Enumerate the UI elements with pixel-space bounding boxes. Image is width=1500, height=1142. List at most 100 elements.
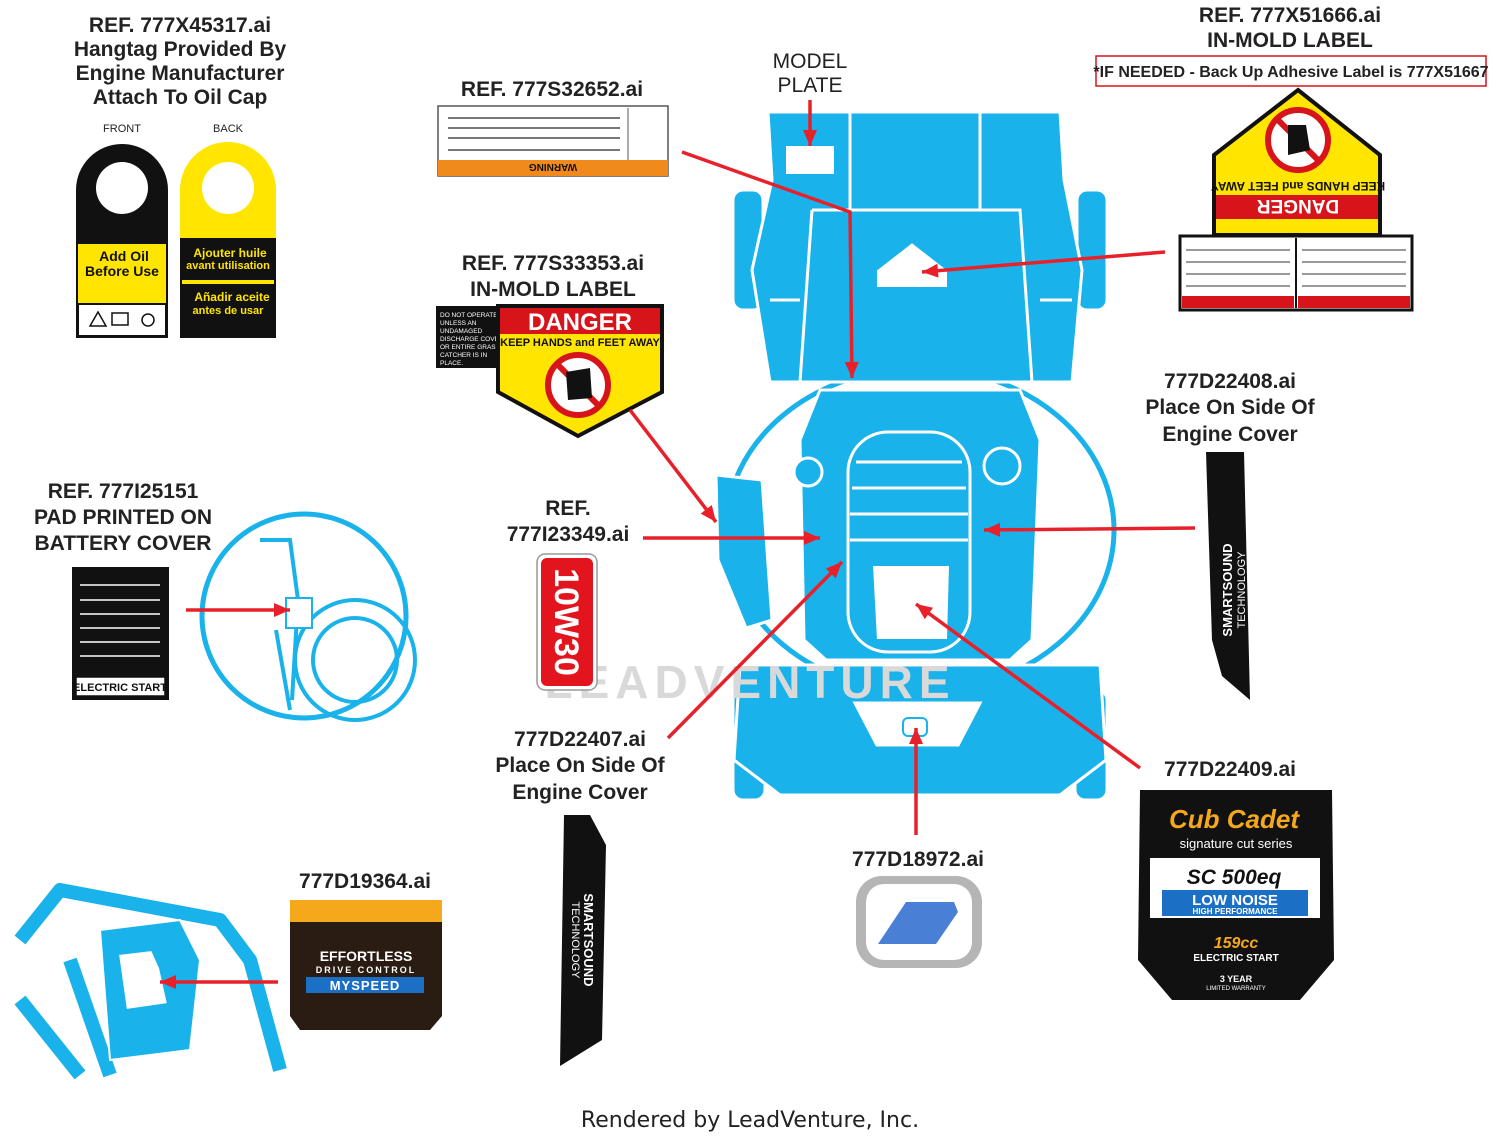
- ref-777i23349-sub: 777I23349.ai: [507, 523, 630, 546]
- arrow-777s32652: [681, 150, 854, 379]
- hangtag-front-line2: Before Use: [85, 263, 159, 279]
- cubcadet-series-text: signature cut series: [1180, 836, 1293, 851]
- hangtag-back-es-2: antes de usar: [193, 305, 265, 317]
- svg-text:UNDAMAGED: UNDAMAGED: [440, 328, 483, 335]
- model-plate-area: [784, 144, 836, 176]
- arrow-777d22409-head: [916, 604, 934, 620]
- oil-can-icon: [141, 313, 155, 327]
- svg-text:DISCHARGE COVER: DISCHARGE COVER: [440, 336, 504, 343]
- arrow-777d22408: [983, 526, 1196, 532]
- logo-recess: [870, 564, 952, 641]
- smartsound-decal-left: [560, 815, 606, 1066]
- hangtag-back-hole: [202, 162, 254, 214]
- hangtag-back-caption: BACK: [213, 123, 244, 135]
- ref-777d19364-text: 777D19364.ai: [299, 870, 431, 893]
- label-777x51666-group: REF. 777X51666.ai IN-MOLD LABEL *IF NEED…: [1093, 4, 1489, 312]
- logo-mark-icon: [878, 902, 958, 944]
- smartsound-right-line2: TECHNOLOGY: [1236, 551, 1248, 629]
- ref-777d22407-sub1: Place On Side Of: [495, 754, 665, 777]
- decal2-keep-hands-text: KEEP HANDS and FEET AWAY: [500, 337, 660, 349]
- ref-777d22408-sub2: Engine Cover: [1162, 423, 1297, 446]
- hangtag-back-fr-1: Ajouter huile: [193, 246, 267, 260]
- arrow-777d18972-head: [909, 728, 923, 744]
- svg-text:OR ENTIRE GRASS: OR ENTIRE GRASS: [440, 344, 501, 351]
- model-plate-caption-2: PLATE: [778, 74, 843, 97]
- hangtag-ref-text: REF. 777X45317.ai: [89, 14, 271, 37]
- hand-icon: [1288, 125, 1310, 155]
- cubcadet-brand-text: Cub Cadet: [1169, 804, 1300, 834]
- ref-777d22409-text: 777D22409.ai: [1164, 758, 1296, 781]
- label-777d22408-group: 777D22408.ai Place On Side Of Engine Cov…: [1145, 370, 1316, 700]
- cubcadet-model-text: SC 500eq: [1187, 866, 1282, 889]
- arrow-777d22409: [914, 602, 1142, 770]
- hangtag-back-es-1: Añadir aceite: [194, 290, 270, 304]
- svg-text:DO NOT OPERATE: DO NOT OPERATE: [440, 312, 498, 319]
- decal-danger-text: DANGER: [1257, 195, 1340, 216]
- hangtag-front-caption: FRONT: [103, 123, 141, 135]
- do-not-operate-lines: DO NOT OPERATE UNLESS AN UNDAMAGED DISCH…: [440, 312, 504, 367]
- ref-777i23349-text: REF.: [545, 497, 591, 520]
- oil-cap: [792, 456, 824, 488]
- backup-note-box: [1095, 55, 1487, 87]
- hangtag-front-line1: Add Oil: [99, 248, 149, 264]
- drive-control-text: DRIVE CONTROL: [316, 965, 417, 975]
- ref-777s32652-text: REF. 777S32652.ai: [461, 78, 643, 101]
- decal-keep-hands-text: KEEP HANDS and FEET AWAY: [1211, 179, 1385, 193]
- ref-777i25151-sub1: PAD PRINTED ON: [34, 506, 212, 529]
- warning-decal-word: WARNING: [529, 161, 578, 172]
- ref-777x51666-text: REF. 777X51666.ai: [1199, 4, 1381, 27]
- cubcadet-warranty-text: 3 YEAR: [1220, 974, 1253, 984]
- inmold-label-area: [875, 240, 949, 289]
- ref-777d22408-sub1: Place On Side Of: [1145, 396, 1315, 419]
- arrow-777d22408-head: [984, 522, 1001, 537]
- oil-grade-text: 10W30: [547, 568, 585, 676]
- mower-illustration: LEADVENTURE: [544, 110, 1117, 802]
- arrow-777x51666-head: [922, 263, 939, 278]
- cubcadet-cc-text: 159cc: [1214, 935, 1259, 952]
- hangtag-desc-1: Hangtag Provided By: [74, 38, 287, 61]
- smartsound-left-line1: SMARTSOUND: [581, 893, 596, 986]
- pointer-arrows: [160, 100, 1196, 989]
- arrow-777i25151-head: [274, 603, 290, 617]
- smartsound-right-line1: SMARTSOUND: [1220, 543, 1235, 636]
- cubcadet-perf-text: HIGH PERFORMANCE: [1193, 907, 1279, 916]
- arrow-777d22407: [666, 560, 844, 740]
- side-guard: [714, 473, 774, 630]
- label-777s33353-group: REF. 777S33353.ai IN-MOLD LABEL DO NOT O…: [436, 252, 664, 439]
- hangtag-desc-3: Attach To Oil Cap: [93, 86, 268, 109]
- svg-text:CATCHER IS IN: CATCHER IS IN: [440, 352, 487, 359]
- label-777d22409-group: 777D22409.ai Cub Cadet signature cut ser…: [1138, 758, 1334, 1000]
- smartsound-decal-right: [1206, 452, 1250, 700]
- footer-credit: Rendered by LeadVenture, Inc.: [580, 1108, 920, 1133]
- handle-illustration: [14, 883, 287, 1080]
- cubcadet-warranty-sub: LIMITED WARRANTY: [1206, 986, 1265, 992]
- hangtag-back-fr-2: avant utilisation: [186, 260, 270, 272]
- label-777d18972-group: 777D18972.ai: [852, 848, 984, 968]
- label-777s32652-group: REF. 777S32652.ai WARNING: [437, 78, 669, 177]
- arrow-777s33353-head: [700, 505, 716, 522]
- fuel-cap: [982, 446, 1022, 486]
- manual-book-icon: [111, 312, 129, 326]
- hangtag-desc-2: Engine Manufacturer: [76, 62, 285, 85]
- arrow-777d19364-head: [160, 975, 176, 989]
- myspeed-decal-area: [116, 948, 170, 1012]
- label-777i25151-group: REF. 777I25151 PAD PRINTED ON BATTERY CO…: [34, 480, 417, 722]
- ref-777d22407-text: 777D22407.ai: [514, 728, 646, 751]
- effortless-text: EFFORTLESS: [320, 948, 413, 964]
- hangtag-group: REF. 777X45317.ai Hangtag Provided By En…: [74, 14, 287, 338]
- mydspeed-decal: [290, 900, 442, 1030]
- cubcadet-noise-text: LOW NOISE: [1192, 892, 1278, 909]
- ref-777s33353-text: REF. 777S33353.ai: [462, 252, 644, 275]
- ref-777i25151-text: REF. 777I25151: [48, 480, 199, 503]
- arrow-777i23349-head: [804, 531, 820, 545]
- decal2-danger-text: DANGER: [528, 309, 632, 336]
- hangtag-front-hole: [96, 162, 148, 214]
- myspeed-text: MYSPEED: [330, 978, 401, 993]
- hand-icon: [566, 368, 592, 400]
- arrow-777x51666: [921, 250, 1166, 274]
- backup-note-text: *IF NEEDED - Back Up Adhesive Label is 7…: [1093, 64, 1488, 81]
- electric-start-text: ELECTRIC START: [73, 682, 167, 694]
- arrow-model-plate-head: [803, 130, 817, 146]
- svg-text:PLACE.: PLACE.: [440, 360, 463, 367]
